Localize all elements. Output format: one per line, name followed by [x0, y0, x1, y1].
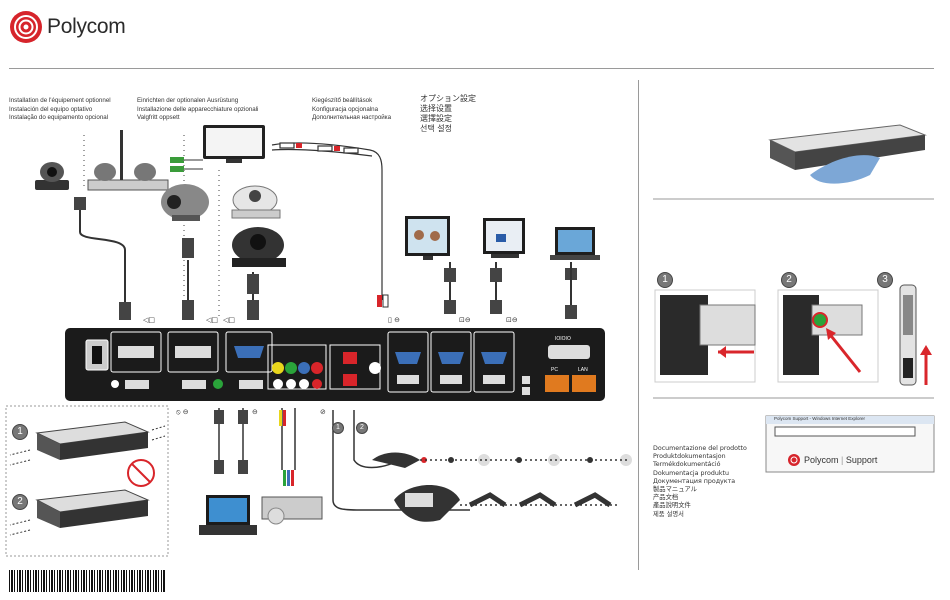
- tv-monitor-icon: [203, 125, 265, 163]
- option-label: Дополнительная настройка: [312, 114, 392, 122]
- browser-title: Polycom Support - Windows Internet Explo…: [774, 416, 866, 421]
- svg-text:⊡⊖: ⊡⊖: [506, 316, 518, 324]
- display-monitor-icon: [405, 216, 450, 260]
- option-label: 选择设置: [420, 104, 452, 113]
- step-number: 1: [657, 272, 673, 288]
- svg-text:▯ ⊖: ▯ ⊖: [388, 316, 400, 324]
- brand-name: Polycom: [47, 15, 126, 38]
- doc-label: Documentazione del prodotto: [653, 445, 747, 452]
- svg-text:◁□: ◁□: [143, 316, 155, 324]
- support-brand: Polycom | Support: [804, 455, 878, 465]
- remote-battery-step2: [777, 289, 879, 383]
- doc-label: 产品文档: [653, 494, 679, 502]
- option-label: Valgfritt oppsett: [137, 114, 180, 122]
- doc-label: Termékdokumentáció: [653, 461, 721, 469]
- support-brand-name: Polycom: [804, 455, 839, 465]
- browser-window-icon: [765, 415, 935, 473]
- svg-text:⊖: ⊖: [252, 408, 258, 416]
- remote-battery-step1: [654, 289, 756, 383]
- connection-diagram: ◁□ ◁□ ◁□ ▯ ⊖ ⊡⊖ ⊡⊖: [5, 125, 632, 557]
- ptz-camera-white-icon: [231, 185, 281, 219]
- option-label: Instalação do equipamento opcional: [9, 114, 109, 122]
- barcode: [9, 570, 165, 592]
- eagle-eye-director-icon: [87, 130, 169, 191]
- step-number: 3: [877, 272, 893, 288]
- step-number: 2: [356, 422, 368, 434]
- svg-text:⊡⊖: ⊡⊖: [459, 316, 471, 324]
- option-label: Konfiguracja opcjonalna: [312, 105, 379, 113]
- support-label: Support: [845, 455, 878, 465]
- doc-label: Документация продукта: [653, 477, 736, 485]
- codec-back-panel: [65, 328, 605, 401]
- dvd-player-icon: [261, 496, 323, 525]
- options-column-4: オプション設定 选择设置 選擇設定 선택 설정: [420, 94, 476, 134]
- soundstation-icon: [394, 485, 612, 522]
- connector-icon: [74, 197, 577, 320]
- codec-unit-icon: [35, 421, 150, 528]
- laptop-monitor-icon: [483, 218, 525, 258]
- options-column-1: Installation de l'équipement optionnel I…: [9, 97, 111, 123]
- option-label: 선택 설정: [420, 124, 452, 133]
- header-divider: [9, 68, 934, 69]
- lan-label-lan: LAN: [578, 367, 588, 373]
- documentation-list: Documentazione del prodotto Produktdokum…: [653, 445, 747, 519]
- option-label: Kiegészítő beállítások: [312, 97, 373, 104]
- laptop-icon: [199, 495, 257, 535]
- microphone-pod-icon: [372, 452, 632, 478]
- lan-label-pc: PC: [551, 367, 558, 373]
- svg-text:◁□: ◁□: [223, 316, 235, 324]
- doc-label: Produktdokumentasjon: [653, 453, 726, 461]
- svg-text:⊘: ⊘: [320, 408, 326, 416]
- polycom-logo: Polycom: [9, 10, 139, 46]
- options-column-3: Kiegészítő beállítások Konfiguracja opcj…: [312, 97, 391, 123]
- option-label: Installazione delle apparecchiature opzi…: [137, 105, 259, 113]
- rca-cable-icon: [271, 142, 383, 300]
- option-label: Installation de l'équipement optionnel: [9, 97, 111, 104]
- cable-connector-icon: [214, 410, 294, 486]
- column-divider: [638, 80, 639, 570]
- options-column-2: Einrichten der optionalen Ausrüstung Ins…: [137, 97, 258, 123]
- option-label: 選擇設定: [420, 114, 452, 123]
- remote-control-icon: [899, 284, 932, 386]
- ptz-camera-black-icon: [232, 227, 286, 267]
- svg-text:◁□: ◁□: [206, 316, 218, 324]
- doc-label: 產品說明文件: [653, 502, 691, 510]
- ptz-camera-icon: [161, 184, 209, 221]
- doc-label: Dokumentacja produktu: [653, 469, 729, 477]
- step-number: 2: [12, 494, 28, 510]
- serial-port-label: IOIOIO: [555, 336, 571, 342]
- svg-text:⦸ ⊖: ⦸ ⊖: [176, 408, 189, 416]
- codec-press-icon: [768, 124, 927, 184]
- eagle-eye-camera-icon: [35, 162, 69, 190]
- doc-label: 製品マニュアル: [653, 486, 697, 494]
- projector-laptop-icon: [550, 227, 600, 260]
- audio-adapter-icon: [170, 157, 203, 172]
- no-tool-icon: [127, 459, 155, 487]
- polycom-logo-mark-icon: [10, 11, 42, 43]
- option-label: Instalación del equipo optativo: [9, 105, 93, 113]
- option-label: Einrichten der optionalen Ausrüstung: [137, 97, 239, 104]
- right-column-illustrations: [653, 124, 935, 473]
- option-label: オプション設定: [420, 94, 476, 103]
- step-number: 1: [332, 422, 344, 434]
- step-number: 1: [12, 424, 28, 440]
- doc-label: 제품 설명서: [653, 510, 684, 518]
- step-number: 2: [781, 272, 797, 288]
